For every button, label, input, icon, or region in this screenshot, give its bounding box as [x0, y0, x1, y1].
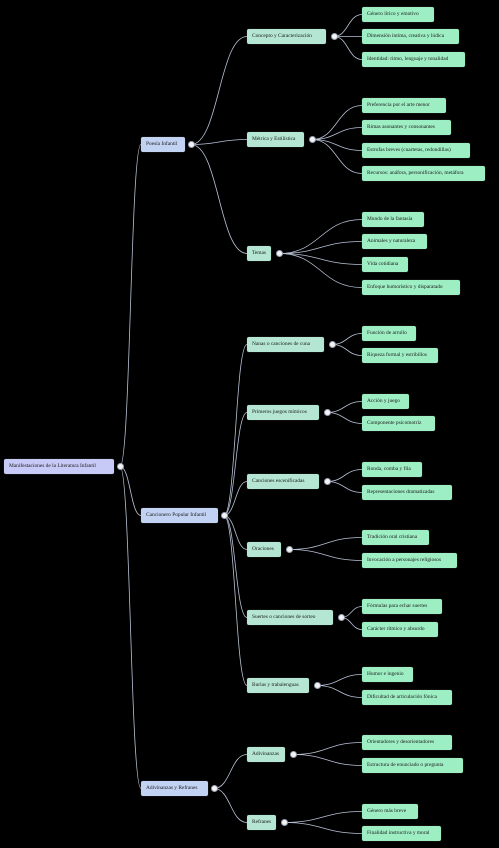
collapse-toggle-dot[interactable] — [328, 341, 336, 348]
edge-topic-to-leaf — [333, 36, 363, 60]
edge-topic-to-leaf — [278, 253, 363, 265]
edge-topic-to-leaf — [278, 241, 363, 254]
collapse-toggle-dot[interactable] — [289, 751, 297, 758]
collapse-toggle-dot[interactable] — [323, 478, 331, 485]
edge-root-to-branch — [119, 144, 142, 467]
root-node[interactable]: Manifestaciones de la Literatura Infanti… — [4, 459, 114, 474]
leaf-node-preferencia-por-el-arte-menor[interactable]: Preferencia por el arte menor — [362, 98, 446, 113]
leaf-node-accion-y-juego[interactable]: Acción y juego — [362, 394, 409, 409]
leaf-node-orientadores-y-desorientadores[interactable]: Orientadores y desorientadores — [362, 735, 452, 750]
edge-root-to-branch — [119, 466, 142, 789]
edge-topic-to-leaf — [311, 139, 363, 174]
leaf-node-riqueza-formal-y-estribillos[interactable]: Riqueza formal y estribillos — [362, 348, 438, 363]
leaf-node-rimas-asonantes-y-consonantes[interactable]: Rimas asonantes y consonantes — [362, 120, 451, 135]
edge-branch-to-topic — [190, 139, 248, 145]
leaf-node-finalidad-instructiva-y-moral[interactable]: Finalidad instructiva y moral — [362, 826, 441, 841]
edge-root-to-branch — [119, 466, 142, 516]
edge-topic-to-leaf — [311, 105, 363, 140]
edge-topic-to-leaf — [278, 253, 363, 288]
topic-node-oraciones[interactable]: Oraciones — [247, 542, 281, 557]
collapse-toggle-dot[interactable] — [116, 463, 124, 470]
edge-topic-to-leaf — [288, 549, 363, 561]
edge-topic-to-leaf — [316, 674, 363, 686]
topic-node-adivinanzas[interactable]: Adivinanzas — [247, 747, 285, 762]
branch-node-poesia-infantil[interactable]: Poesía Infantil — [141, 137, 185, 152]
leaf-node-funcion-de-arrullo[interactable]: Función de arrullo — [362, 326, 416, 341]
leaf-node-representaciones-dramatizadas[interactable]: Representaciones dramatizadas — [362, 485, 452, 500]
edge-branch-to-topic — [223, 515, 248, 618]
edge-topic-to-leaf — [333, 14, 363, 37]
edge-branch-to-topic — [190, 144, 248, 254]
leaf-node-ronda-comba-y-fila[interactable]: Ronda, comba y fila — [362, 462, 422, 477]
branch-node-cancionero-popular-infantil[interactable]: Cancionero Popular Infantil — [141, 508, 218, 523]
topic-node-concepto-y-caracterizacion[interactable]: Concepto y Caracterización — [247, 29, 326, 44]
edge-branch-to-topic — [223, 515, 248, 686]
collapse-toggle-dot[interactable] — [330, 33, 338, 40]
collapse-toggle-dot[interactable] — [280, 819, 288, 826]
edge-topic-to-leaf — [283, 822, 363, 834]
topic-node-canciones-escenificadas[interactable]: Canciones escenificadas — [247, 474, 319, 489]
leaf-node-humor-e-ingenio[interactable]: Humor e ingenio — [362, 667, 413, 682]
edge-branch-to-topic — [223, 412, 248, 516]
edge-topic-to-leaf — [283, 811, 363, 823]
leaf-node-dificultad-de-articulacion-fonica[interactable]: Dificultad de articulación fónica — [362, 690, 452, 705]
edge-topic-to-leaf — [288, 537, 363, 550]
topic-node-suertes-o-canciones-de-sorteo[interactable]: Suertes o canciones de sorteo — [247, 610, 333, 625]
leaf-node-componente-psicomotriz[interactable]: Componente psicomotriz — [362, 416, 435, 431]
collapse-toggle-dot[interactable] — [275, 250, 283, 257]
leaf-node-tradicion-oral-cristiana[interactable]: Tradición oral cristiana — [362, 530, 429, 545]
leaf-node-invocacion-a-personajes-religiosos[interactable]: Invocación a personajes religiosos — [362, 553, 457, 568]
edge-topic-to-leaf — [331, 333, 363, 345]
edge-branch-to-topic — [213, 788, 248, 823]
leaf-node-enfoque-humoristico-y-disparatado[interactable]: Enfoque humorístico y disparatado — [362, 280, 460, 295]
collapse-toggle-dot[interactable] — [285, 546, 293, 553]
edge-topic-to-leaf — [292, 754, 363, 766]
collapse-toggle-dot[interactable] — [337, 614, 345, 621]
edge-topic-to-leaf — [311, 127, 363, 140]
leaf-node-mundo-de-la-fantasia[interactable]: Mundo de la fantasía — [362, 212, 424, 227]
leaf-node-dimension-intima-creativa-y-ludica[interactable]: Dimensión íntima, creativa y lúdica — [362, 29, 459, 44]
leaf-node-estrofas-breves-cuartetas-redondillas[interactable]: Estrofas breves (cuartetas, redondillas) — [362, 143, 470, 158]
topic-node-nanas-o-canciones-de-cuna[interactable]: Nanas o canciones de cuna — [247, 337, 324, 352]
edge-branch-to-topic — [213, 754, 248, 789]
edge-topic-to-leaf — [326, 481, 363, 493]
leaf-node-genero-mas-breve[interactable]: Género más breve — [362, 804, 418, 819]
leaf-node-formulas-para-echar-suertes[interactable]: Fórmulas para echar suertes — [362, 599, 442, 614]
collapse-toggle-dot[interactable] — [220, 512, 228, 519]
edge-topic-to-leaf — [316, 685, 363, 698]
edge-branch-to-topic — [190, 36, 248, 145]
leaf-node-vida-cotidiana[interactable]: Vida cotidiana — [362, 257, 408, 272]
edge-topic-to-leaf — [331, 344, 363, 356]
leaf-node-caracter-ritmico-y-absurdo[interactable]: Carácter rítmico y absurdo — [362, 622, 438, 637]
collapse-toggle-dot[interactable] — [187, 141, 195, 148]
leaf-node-identidad-ritmo-lenguaje-y-tonalidad[interactable]: Identidad: ritmo, lenguaje y tonalidad — [362, 52, 465, 67]
collapse-toggle-dot[interactable] — [313, 682, 321, 689]
edge-branch-to-topic — [223, 344, 248, 516]
edge-topic-to-leaf — [326, 401, 363, 413]
topic-node-refranes[interactable]: Refranes — [247, 815, 276, 830]
leaf-node-genero-lirico-y-emotivo[interactable]: Género lírico y emotivo — [362, 7, 434, 22]
leaf-node-animales-y-naturaleza[interactable]: Animales y naturaleza — [362, 234, 427, 249]
topic-node-primeros-juegos-mimicos[interactable]: Primeros juegos mímicos — [247, 405, 319, 420]
collapse-toggle-dot[interactable] — [308, 136, 316, 143]
leaf-node-estructura-de-enunciado-o-pregunta[interactable]: Estructura de enunciado o pregunta — [362, 758, 463, 773]
edge-topic-to-leaf — [278, 219, 363, 254]
edge-topic-to-leaf — [326, 469, 363, 482]
topic-node-burlas-y-trabalenguas[interactable]: Burlas y trabalenguas — [247, 678, 309, 693]
edge-topic-to-leaf — [311, 139, 363, 151]
edge-topic-to-leaf — [326, 412, 363, 424]
topic-node-temas[interactable]: Temas — [247, 246, 271, 261]
collapse-toggle-dot[interactable] — [323, 409, 331, 416]
branch-node-adivinanzas-y-refranes[interactable]: Adivinanzas y Refranes — [141, 781, 208, 796]
collapse-toggle-dot[interactable] — [210, 785, 218, 792]
topic-node-metrica-y-estilistica[interactable]: Métrica y Estilística — [247, 132, 304, 147]
edge-topic-to-leaf — [292, 742, 363, 755]
leaf-node-recursos-anafora-personificacion-metafora[interactable]: Recursos: anáfora, personificación, metá… — [362, 166, 485, 181]
